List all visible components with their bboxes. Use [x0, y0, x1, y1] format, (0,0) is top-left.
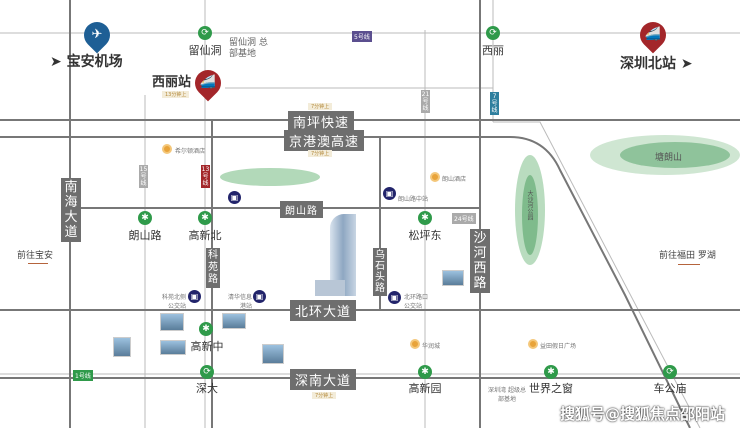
poi-yitian: 益田假日广场	[540, 343, 577, 350]
landmark-dashahe-park: 大沙河公园	[526, 190, 533, 220]
bus-stop-icon: ▣	[383, 187, 396, 200]
road-nanping-expressway: 南坪快速	[288, 111, 355, 132]
watermark: 搜狐号@搜狐焦点邵阳站	[560, 405, 726, 423]
road-jinggangao-expressway: 京港澳高速	[284, 130, 365, 151]
project-podium-image	[315, 280, 345, 296]
time-label: 7分钟上	[308, 150, 333, 157]
building-image	[160, 340, 186, 355]
bus-stop-icon: ▣	[388, 291, 401, 304]
line-21-tag: 21号线	[421, 90, 430, 113]
airport-pin-icon: ✈	[78, 16, 116, 54]
line-24-tag: 24号线	[452, 213, 476, 224]
park-shape	[220, 168, 320, 186]
station-shijiezhichuang: 世界之窗	[529, 382, 573, 395]
metro-station-icon: ✱	[198, 211, 212, 225]
hotel-icon	[430, 172, 440, 182]
building-image	[222, 313, 246, 329]
shenzhen-north-label: 深圳北站	[620, 56, 676, 72]
poi-bus-qinghua: 清华信息港站	[228, 294, 253, 310]
road-shahexi: 沙河西路	[470, 229, 490, 293]
airport-label: 宝安机场	[66, 54, 123, 70]
bus-stop-icon: ▣	[253, 290, 266, 303]
metro-station-icon: ✱	[418, 211, 432, 225]
station-gaoxinbei: 高新北	[188, 229, 222, 242]
metro-station-icon: ⟳	[200, 365, 214, 379]
road-keyuan: 科苑路	[206, 248, 220, 288]
arrow-right-icon	[678, 264, 700, 265]
landmark-tanglangshan: 塘朗山	[655, 153, 683, 163]
station-langshanlu: 朗山路	[128, 229, 162, 242]
building-image	[160, 313, 184, 331]
station-shenda: 深大	[196, 382, 218, 395]
poi-langshan-hotel: 朗山酒店	[442, 176, 467, 183]
road-langshan: 朗山路	[280, 201, 323, 218]
station-gaoxinzhong: 高新中	[190, 340, 224, 353]
road-wushitou: 乌石头路	[373, 248, 387, 296]
mall-icon	[410, 339, 420, 349]
line-7-tag: 7号线	[490, 92, 499, 115]
train-station-pin-icon: 🚄	[634, 16, 672, 54]
mall-icon	[528, 339, 538, 349]
line-13-tag: 13号线	[201, 165, 210, 188]
arrow-left-icon: ➤	[50, 54, 67, 70]
metro-station-icon: ✱	[544, 365, 558, 379]
direction-baoan: 前往宝安	[17, 251, 54, 261]
road-shennan-avenue: 深南大道	[290, 369, 357, 390]
landmark-xili-station: 西丽站	[152, 75, 192, 90]
line-15-tag: 15号线	[139, 165, 148, 188]
poi-bus-beihuan: 北环路口公交站	[404, 294, 429, 310]
time-label: 13分钟上	[162, 91, 190, 98]
road-nanhai-avenue: 南海大道	[61, 178, 81, 242]
metro-station-icon: ✱	[138, 211, 152, 225]
train-station-pin-icon: 🚄	[189, 64, 227, 102]
station-chegongmiao: 车公庙	[653, 382, 687, 395]
building-image	[113, 337, 131, 357]
road-beihuan-avenue: 北环大道	[290, 300, 357, 321]
poi-bus-keyuan: 科苑北侧公交站	[161, 294, 186, 310]
station-songpingdong: 松坪东	[408, 229, 442, 242]
station-gaoxinyuan: 高新园	[408, 382, 442, 395]
landmark-liuxiandong-hq: 留仙洞 总部基地	[229, 38, 268, 59]
poi-huarun: 华润城	[422, 343, 441, 350]
time-label: 7分钟上	[308, 103, 333, 110]
building-image	[262, 344, 284, 364]
poi-hilton: 希尔顿酒店	[175, 148, 206, 155]
direction-futian-luohu: 前往福田 罗湖	[659, 251, 716, 261]
metro-station-icon: ✱	[199, 322, 213, 336]
poi-bus-langshan: 朗山路中站	[398, 196, 429, 203]
bus-stop-icon: ▣	[188, 290, 201, 303]
station-liuxiandong: 留仙洞	[188, 44, 222, 57]
time-label: 7分钟上	[312, 392, 337, 399]
hotel-icon	[162, 144, 172, 154]
line-1-tag: 1号线	[73, 370, 93, 381]
arrow-left-icon	[28, 263, 48, 264]
station-xili: 西丽	[482, 44, 504, 57]
bus-stop-icon: ▣	[228, 191, 241, 204]
landmark-airport: ➤ 宝安机场	[50, 51, 123, 71]
metro-station-icon: ⟳	[198, 26, 212, 40]
metro-station-icon: ⟳	[486, 26, 500, 40]
line-5-tag: 5号线	[352, 31, 372, 42]
metro-station-icon: ⟳	[663, 365, 677, 379]
landmark-shenzhenwan-hq: 深圳湾 超级总部基地	[488, 387, 526, 403]
landmark-shenzhen-north: 深圳北站 ➤	[620, 53, 693, 73]
building-image	[442, 270, 464, 286]
metro-station-icon: ✱	[418, 365, 432, 379]
arrow-right-icon: ➤	[676, 56, 693, 72]
